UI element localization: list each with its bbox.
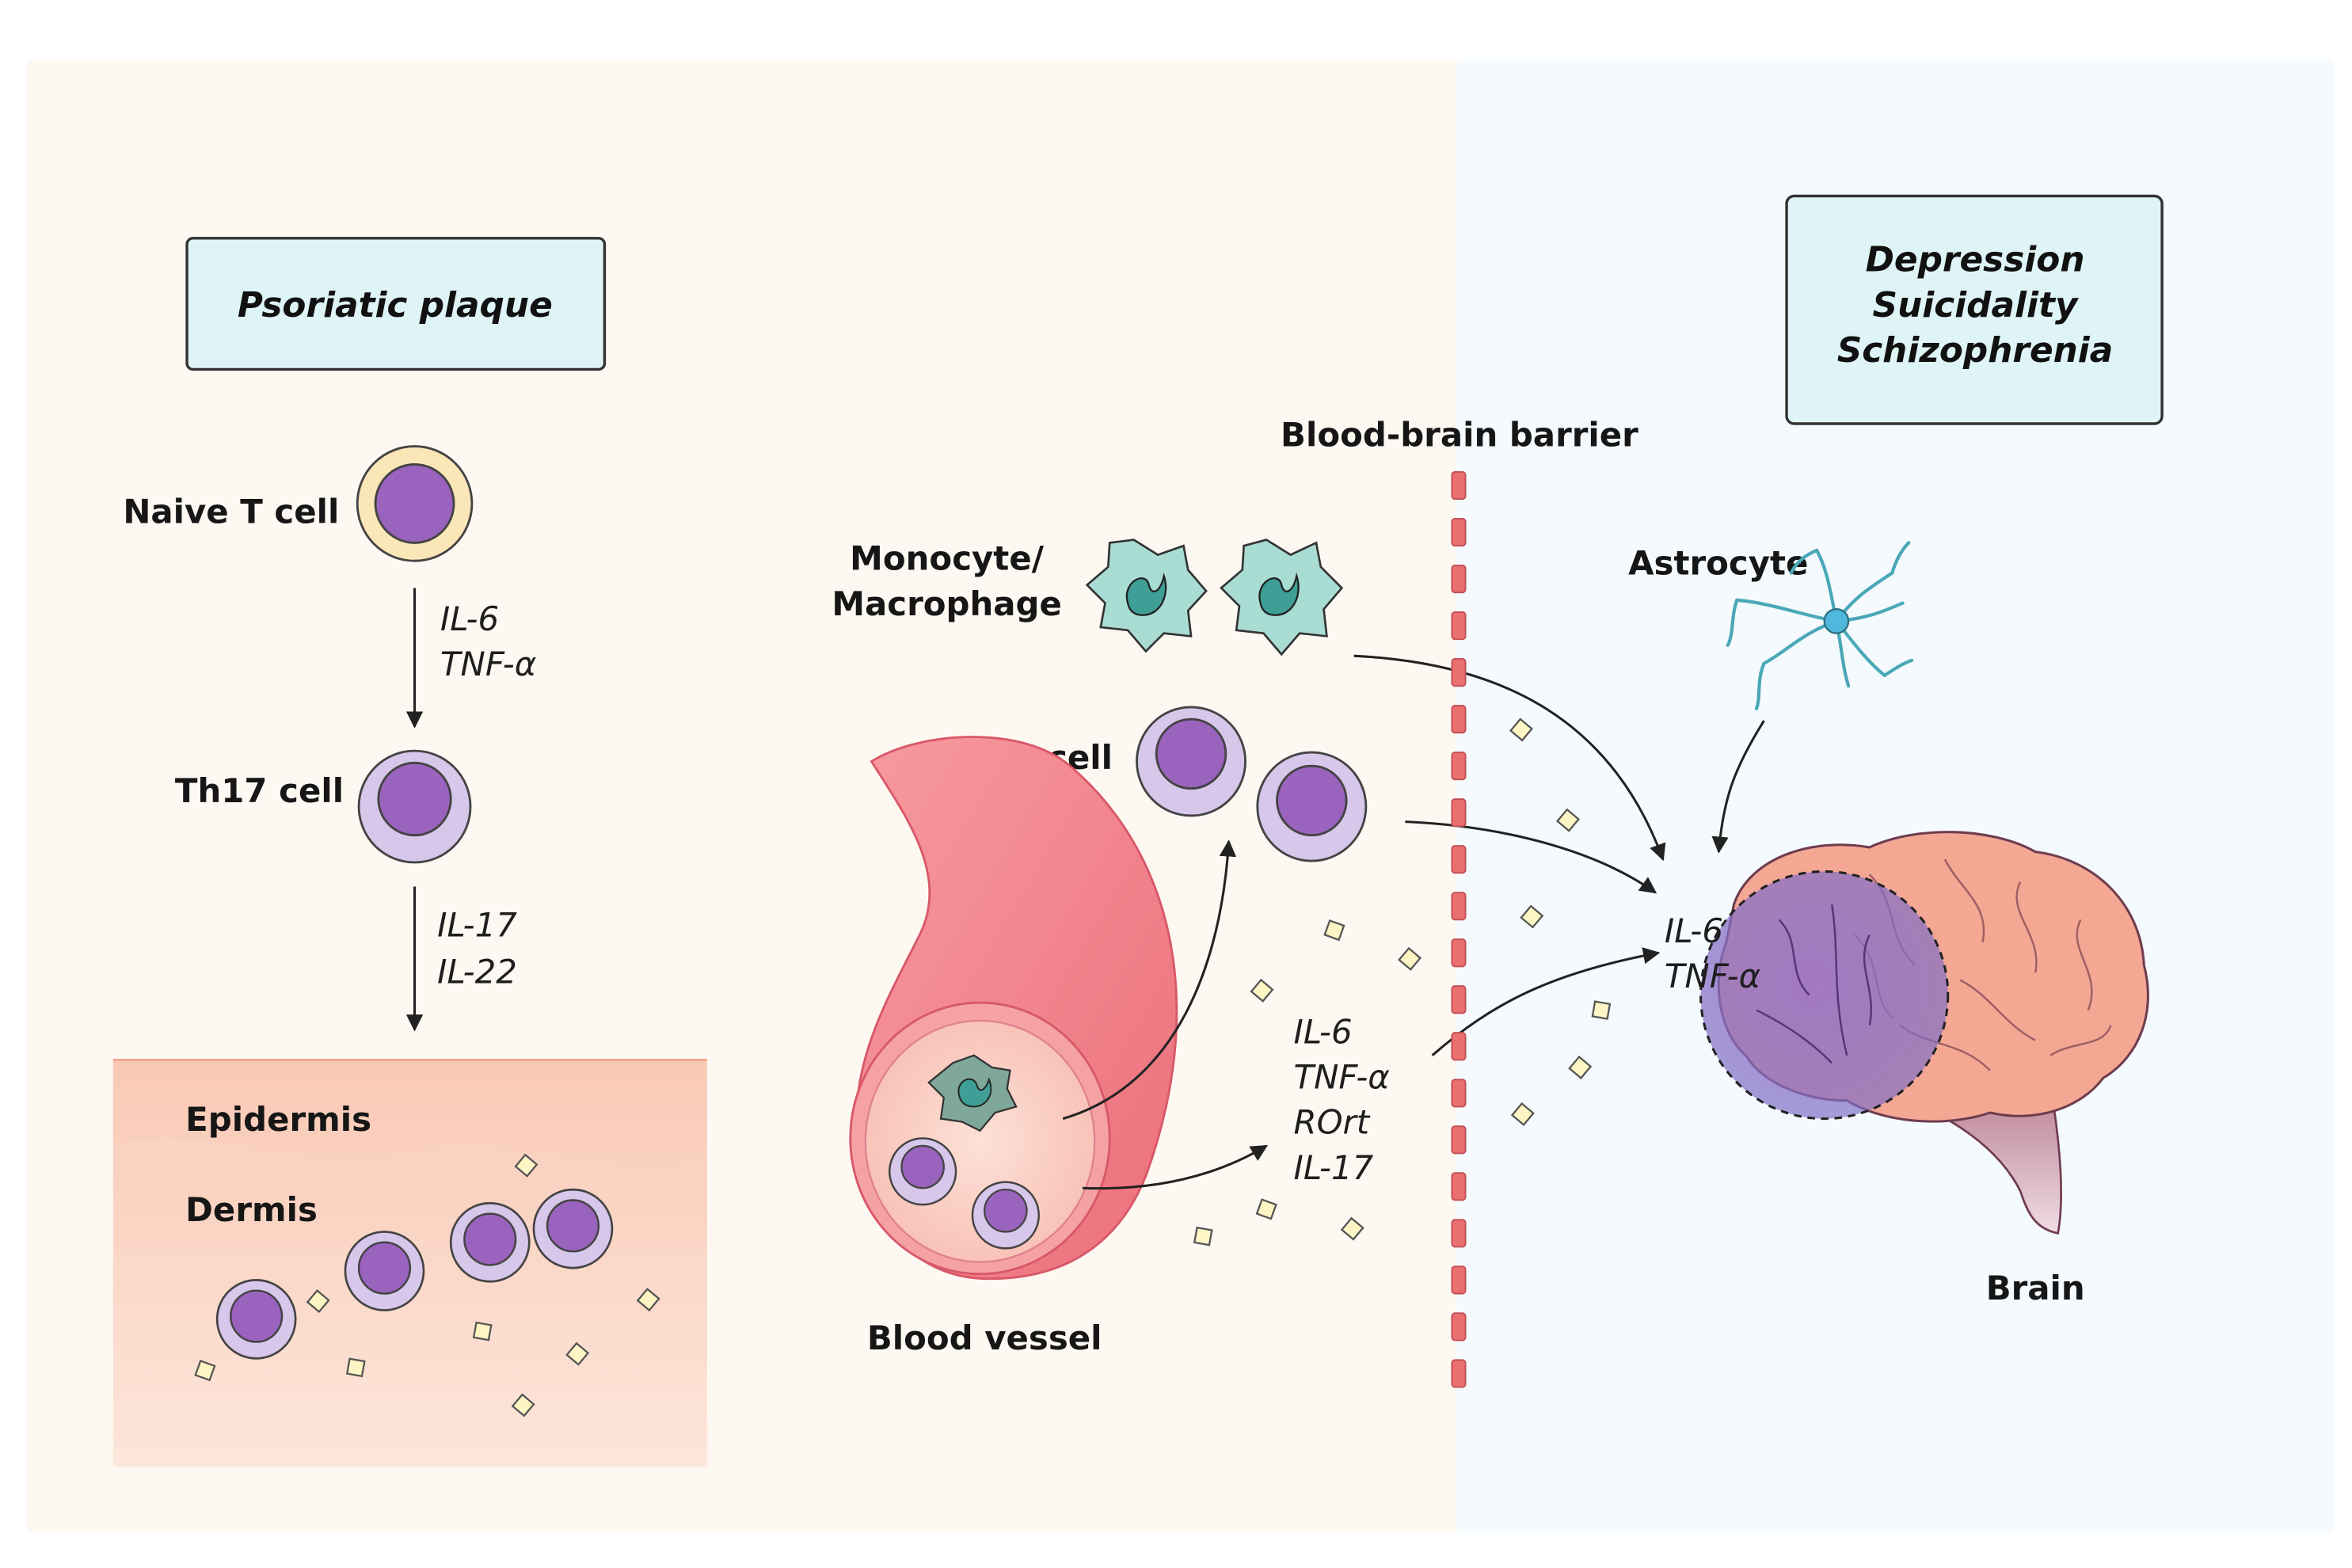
vessel-cytokine-tnf-alpha: TNF-α: [1294, 1058, 1391, 1097]
dermis-label: Dermis: [185, 1190, 318, 1229]
disorder-schizophrenia: Schizophrenia: [1837, 330, 2114, 371]
barrier-segment: [1451, 892, 1467, 921]
macrophage-cell: [1085, 539, 1208, 653]
barrier-segment: [1451, 1032, 1467, 1061]
barrier-segment: [1451, 658, 1467, 687]
cytokine-particle: [1193, 1226, 1213, 1246]
th17-to-brain-arrow: [1405, 820, 1657, 894]
barrier-segment: [1451, 1125, 1467, 1155]
cytokine-particle: [194, 1359, 216, 1382]
blood-vessel: [849, 736, 1178, 1281]
th17-cell-in-vessel: [889, 1137, 957, 1206]
barrier-segment: [1451, 470, 1467, 500]
blood-vessel-label: Blood vessel: [867, 1319, 1102, 1357]
barrier-segment: [1451, 1265, 1467, 1295]
secretion-arrow: [1082, 1144, 1269, 1190]
barrier-segment: [1451, 985, 1467, 1014]
disorder-suicidality: Suicidality: [1873, 285, 2080, 325]
astrocyte-to-brain-arrow: [1711, 720, 1765, 854]
th17-cell-center: [1256, 751, 1368, 862]
barrier-segment: [1451, 1359, 1467, 1388]
barrier-segment: [1451, 517, 1467, 547]
naive-t-cell: [356, 445, 474, 562]
vessel-cytokine-il6: IL-6: [1294, 1012, 1353, 1051]
brain-label: Brain: [1986, 1269, 2085, 1307]
cytokine-il22-label: IL-22: [437, 952, 517, 991]
barrier-segment: [1451, 752, 1467, 781]
cytokine-particle: [306, 1288, 330, 1314]
cytokine-particle: [1520, 904, 1544, 929]
barrier-segment: [1451, 705, 1467, 734]
blood-brain-barrier: [1451, 470, 1467, 1388]
brain-cytokine-il6: IL-6: [1665, 911, 1723, 950]
cytokine-particle: [1250, 978, 1274, 1003]
cytokine-il17-label: IL-17: [437, 905, 517, 944]
cytokine-particle: [1568, 1055, 1593, 1079]
brain: [1699, 831, 2149, 1235]
naive-t-cell-label: Naive T cell: [123, 493, 339, 531]
cytokine-particle: [565, 1342, 590, 1366]
cytokine-tnf-alpha-label: TNF-α: [440, 645, 537, 683]
cytokine-particle: [472, 1321, 493, 1342]
macrophage-to-brain-arrow: [1353, 654, 1666, 862]
barrier-segment: [1451, 611, 1467, 641]
barrier-segment: [1451, 938, 1467, 968]
dermis-th17-cell: [449, 1201, 531, 1283]
blood-brain-barrier-label: Blood-brain barrier: [1281, 416, 1638, 455]
barrier-segment: [1451, 1312, 1467, 1342]
vessel-cytokine-rort: ROrt: [1294, 1103, 1371, 1142]
th17-cell-label-left: Th17 cell: [175, 771, 344, 810]
dermis-th17-cell: [344, 1231, 425, 1311]
barrier-segment: [1451, 845, 1467, 874]
barrier-segment: [1451, 798, 1467, 828]
th17-cell-center: [1136, 706, 1247, 817]
barrier-segment: [1451, 1172, 1467, 1201]
dermis-th17-cell: [215, 1279, 297, 1360]
cytokine-particle: [1255, 1198, 1277, 1220]
th17-cell-in-vessel: [971, 1181, 1040, 1250]
astrocyte-cell: [1726, 541, 1914, 710]
vessel-cytokine-il17: IL-17: [1294, 1148, 1374, 1187]
cytokine-particle: [636, 1288, 660, 1312]
monocyte-label-line1: Monocyte/: [850, 539, 1045, 578]
cytokine-particle: [511, 1393, 535, 1418]
cytokine-particle: [1591, 1000, 1612, 1020]
skin-tissue: [112, 1058, 707, 1467]
cytokine-particle: [1340, 1216, 1364, 1241]
brain-cytokine-tnf-alpha: TNF-α: [1665, 957, 1761, 995]
barrier-segment: [1451, 564, 1467, 594]
psoriatic-plaque-box: Psoriatic plaque: [185, 237, 607, 371]
psoriatic-plaque-title: Psoriatic plaque: [238, 285, 553, 325]
cytokine-particle: [1398, 946, 1422, 971]
cytokine-particle: [1323, 919, 1345, 942]
cytokine-il6-label: IL-6: [440, 599, 499, 638]
monocyte-in-vessel: [927, 1054, 1018, 1132]
macrophage-cell: [1220, 539, 1344, 657]
cytokine-particle: [514, 1153, 539, 1178]
barrier-segment: [1451, 1219, 1467, 1248]
cytokine-particle: [345, 1357, 366, 1378]
th17-cell-left: [357, 749, 472, 864]
astrocyte-label: Astrocyte: [1628, 543, 1808, 582]
monocyte-label-line2: Macrophage: [832, 584, 1062, 623]
migration-arrow: [1062, 839, 1237, 1121]
dermis-th17-cell: [532, 1188, 614, 1269]
disorder-depression: Depression: [1866, 240, 2085, 280]
epidermis-label: Epidermis: [185, 1100, 371, 1139]
barrier-segment: [1451, 1079, 1467, 1108]
cytokine-particle: [1509, 717, 1534, 742]
cytokine-particle: [1555, 808, 1581, 832]
disorders-box: Depression Suicidality Schizophrenia: [1785, 194, 2164, 425]
cytokine-particle: [1510, 1102, 1535, 1126]
